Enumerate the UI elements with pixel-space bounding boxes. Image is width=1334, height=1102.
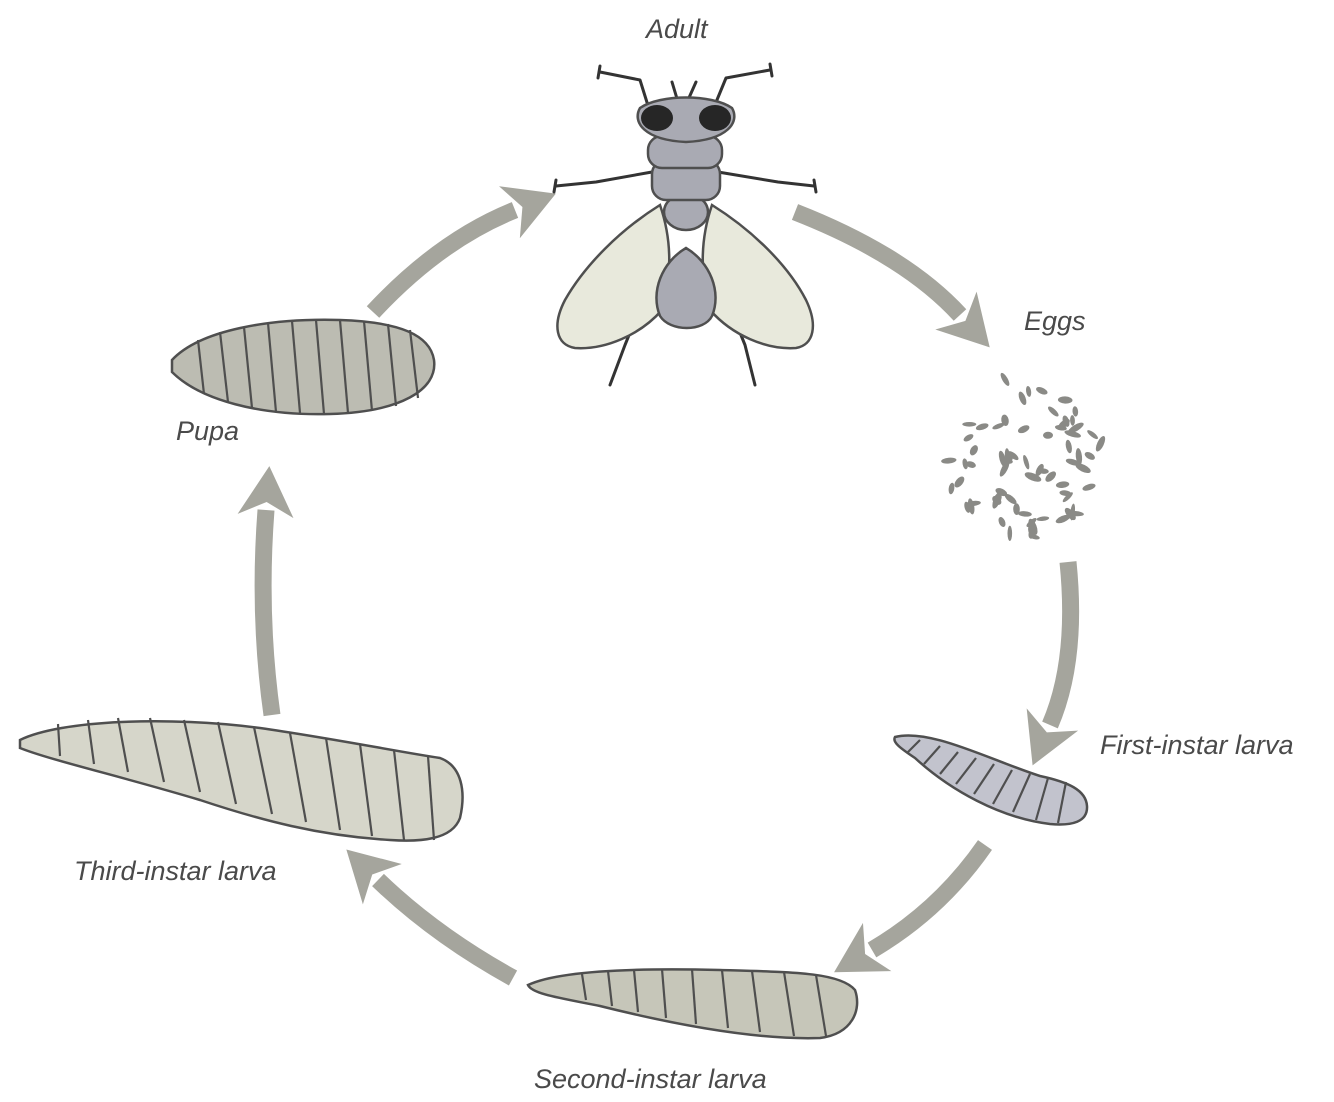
- arrow-second-to-third-instar: [378, 880, 513, 978]
- egg: [1017, 391, 1028, 406]
- egg: [1025, 386, 1032, 398]
- egg: [941, 457, 957, 464]
- arrow-adult-to-eggs: [795, 212, 960, 315]
- second-instar-larva-illustration: [528, 969, 857, 1038]
- egg: [968, 444, 979, 457]
- label-first-instar: First-instar larva: [1100, 730, 1294, 760]
- eggs-cluster-illustration: [941, 372, 1107, 541]
- egg: [948, 482, 955, 494]
- egg: [1072, 406, 1079, 417]
- egg: [1035, 385, 1049, 396]
- egg: [997, 516, 1007, 528]
- arrow-first-to-second-instar: [872, 845, 985, 950]
- right-wing: [703, 205, 813, 348]
- left-wing: [557, 205, 669, 348]
- egg: [975, 422, 989, 432]
- egg: [1013, 503, 1020, 515]
- egg: [1070, 415, 1075, 426]
- egg: [962, 433, 974, 443]
- egg: [999, 372, 1011, 388]
- egg: [1008, 526, 1013, 541]
- label-pupa: Pupa: [176, 416, 239, 446]
- first-instar-larva-illustration: [894, 735, 1087, 824]
- egg: [1022, 454, 1031, 470]
- egg: [1082, 482, 1097, 492]
- right-eye-icon: [699, 105, 731, 131]
- third-instar-larva-illustration: [20, 718, 463, 841]
- egg: [1017, 424, 1031, 435]
- egg: [1043, 432, 1053, 439]
- label-second-instar: Second-instar larva: [534, 1064, 767, 1094]
- adult-fly-illustration: [554, 64, 816, 385]
- label-third-instar: Third-instar larva: [74, 856, 277, 886]
- pupa-illustration: [172, 320, 434, 414]
- arrow-eggs-to-first-instar: [1050, 562, 1071, 725]
- egg: [1058, 396, 1073, 404]
- egg: [1056, 481, 1070, 489]
- left-eye-icon: [641, 105, 673, 131]
- label-adult: Adult: [644, 14, 709, 44]
- arrow-pupa-to-adult: [373, 210, 515, 312]
- egg: [953, 475, 967, 489]
- egg: [1047, 405, 1060, 418]
- egg: [1083, 450, 1096, 461]
- egg: [1036, 516, 1049, 522]
- egg: [1065, 439, 1073, 453]
- label-eggs: Eggs: [1024, 306, 1086, 336]
- egg: [962, 422, 976, 427]
- egg: [1086, 429, 1099, 441]
- arrow-third-instar-to-pupa: [263, 510, 272, 715]
- egg: [1018, 511, 1032, 518]
